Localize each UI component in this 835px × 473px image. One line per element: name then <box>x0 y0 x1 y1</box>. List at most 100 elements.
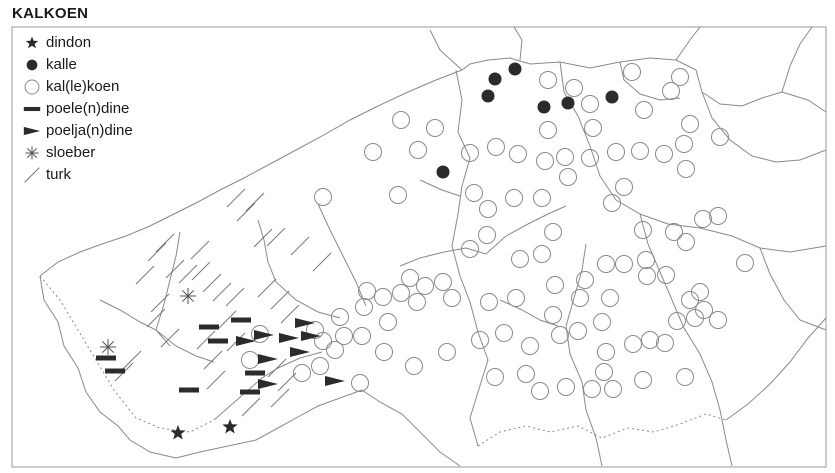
poeledine-marker <box>96 355 116 361</box>
kalkoen-marker <box>559 168 577 186</box>
turk-marker <box>267 358 287 378</box>
kalkoen-marker <box>392 284 410 302</box>
east-line-2 <box>759 247 827 331</box>
triangle-flag-icon-shape <box>23 126 41 136</box>
kalkoen-marker <box>544 223 562 241</box>
turk-marker <box>266 227 286 247</box>
kalkoen-marker <box>480 293 498 311</box>
east-outline <box>725 317 827 421</box>
north-east-top-2 <box>675 26 701 61</box>
kalle-marker <box>605 90 619 104</box>
poeledine-marker <box>199 324 219 330</box>
legend-label: poelja(n)dine <box>46 122 133 139</box>
legend-label: turk <box>46 166 72 183</box>
star-icon <box>25 36 39 49</box>
turk-marker <box>165 259 185 279</box>
poeledine-marker <box>208 338 228 344</box>
province-line-3 <box>565 243 603 467</box>
region-outlines <box>39 26 827 467</box>
map-markers <box>96 62 754 440</box>
kalkoen-marker <box>438 343 456 361</box>
legend-label: dindon <box>46 34 92 51</box>
turk-marker <box>245 192 265 212</box>
turk-marker <box>135 265 155 285</box>
kalkoen-marker <box>509 145 527 163</box>
kalkoen-marker <box>576 271 594 289</box>
inner-line-1 <box>399 247 487 267</box>
poeljadine-marker <box>290 347 310 357</box>
slash-icon-shape <box>24 167 40 183</box>
kalkoen-marker <box>581 149 599 167</box>
map-frame <box>11 26 827 468</box>
province-line-2 <box>559 61 827 253</box>
filled-circle-icon-shape <box>26 59 38 71</box>
south-border <box>361 389 461 467</box>
south-border-2 <box>477 413 727 447</box>
kalkoen-marker <box>604 380 622 398</box>
turk-marker <box>280 304 300 324</box>
kalkoen-marker <box>353 327 371 345</box>
kalkoen-marker <box>465 184 483 202</box>
open-circle-icon <box>24 79 40 95</box>
turk-marker <box>226 188 246 208</box>
lys-border <box>213 351 323 421</box>
turk-marker <box>312 252 332 272</box>
kalkoen-marker <box>293 364 311 382</box>
kalkoen-marker <box>533 245 551 263</box>
french-flanders-border <box>39 275 215 433</box>
kalkoen-marker <box>536 152 554 170</box>
sloeber-marker <box>100 339 116 355</box>
kalkoen-marker <box>556 148 574 166</box>
turk-marker <box>206 370 226 390</box>
turk-marker <box>202 273 222 293</box>
kalle-marker <box>488 72 502 86</box>
kalkoen-marker <box>581 95 599 113</box>
north-east-top <box>429 29 463 71</box>
kalkoen-marker <box>635 101 653 119</box>
turk-marker <box>290 236 310 256</box>
dindon-marker <box>222 419 238 434</box>
slash-icon <box>24 167 40 183</box>
kalkoen-marker <box>623 63 641 81</box>
kalkoen-marker <box>364 143 382 161</box>
kalkoen-marker <box>637 251 655 269</box>
kalkoen-marker <box>607 143 625 161</box>
kalkoen-marker <box>375 343 393 361</box>
turk-marker <box>212 282 232 302</box>
filled-circle-icon <box>26 59 38 71</box>
turk-marker <box>150 293 170 313</box>
turk-marker <box>191 261 211 281</box>
region-outline <box>461 57 827 113</box>
kalkoen-marker <box>533 189 551 207</box>
kalkoen-marker <box>335 327 353 345</box>
kalkoen-marker <box>351 374 369 392</box>
kalkoen-marker <box>379 313 397 331</box>
kalkoen-marker <box>521 337 539 355</box>
kalkoen-marker <box>676 368 694 386</box>
turk-marker <box>270 290 290 310</box>
legend-item-dindon: dindon <box>20 32 133 54</box>
turk-marker <box>155 233 175 253</box>
kalkoen-marker <box>374 288 392 306</box>
triangle-flag-icon <box>23 126 41 136</box>
river-schelde <box>317 203 367 307</box>
kalkoen-marker <box>657 266 675 284</box>
poeljadine-marker <box>258 379 278 389</box>
kalkoen-marker <box>709 311 727 329</box>
poeledine-marker <box>179 387 199 393</box>
kalkoen-marker <box>478 226 496 244</box>
kalkoen-marker <box>597 255 615 273</box>
province-line-1 <box>451 69 489 447</box>
poeljadine-marker <box>325 376 345 386</box>
kalkoen-marker <box>711 128 729 146</box>
kalkoen-marker <box>461 144 479 162</box>
kalkoen-marker <box>584 119 602 137</box>
kalkoen-marker <box>306 321 324 339</box>
province-line-4 <box>639 213 733 467</box>
asterisk-icon <box>25 146 39 160</box>
kalkoen-marker <box>389 186 407 204</box>
kalkoen-marker <box>486 368 504 386</box>
turk-marker <box>122 350 142 370</box>
